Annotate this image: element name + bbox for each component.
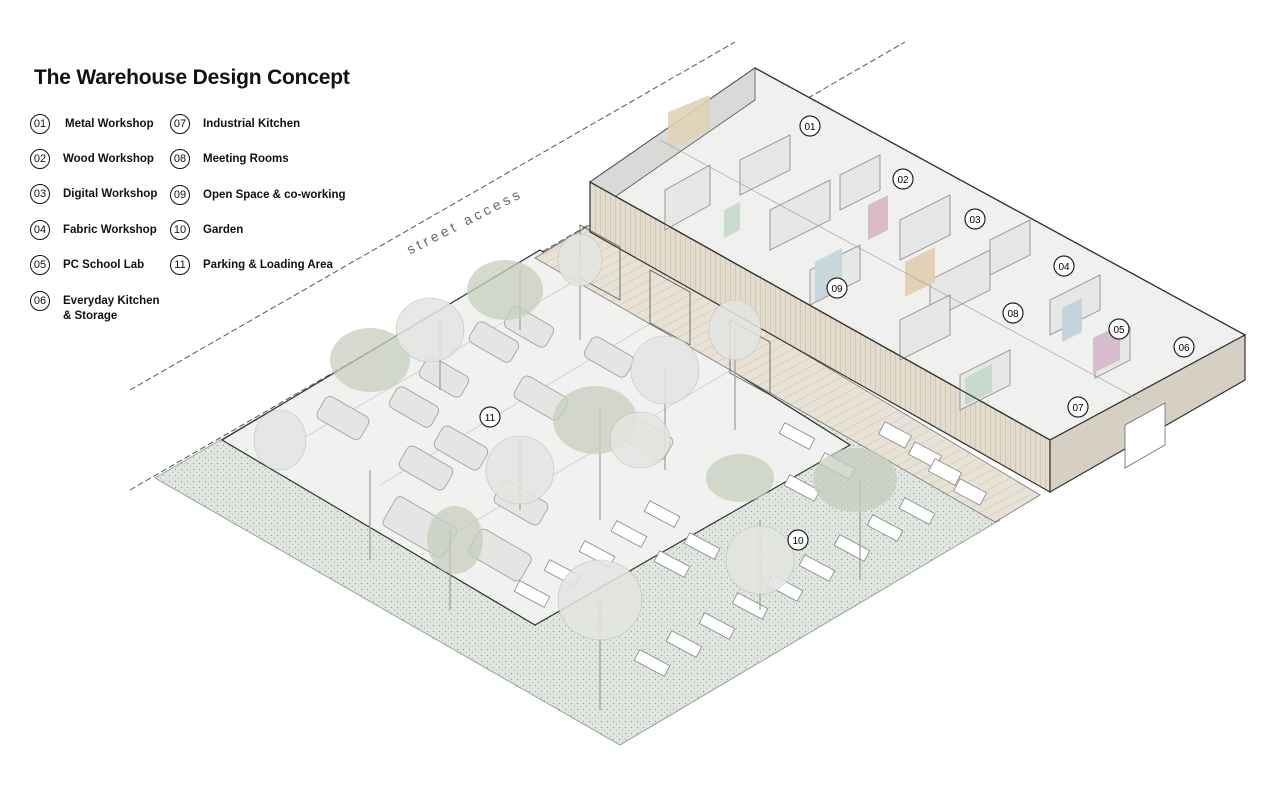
legend-number: 07 <box>170 114 190 134</box>
map-marker-04: 04 <box>1053 255 1075 277</box>
garden-planters <box>513 421 988 677</box>
legend-label: Garden <box>203 224 244 236</box>
map-marker-02: 02 <box>892 168 914 190</box>
map-marker-label: 08 <box>1007 309 1019 320</box>
map-marker-label: 11 <box>485 413 496 424</box>
legend-number: 10 <box>170 220 190 240</box>
legend-number: 03 <box>30 184 50 204</box>
legend-label: Open Space & co-working <box>203 189 346 201</box>
legend-number: 05 <box>30 255 50 275</box>
map-marker-07: 07 <box>1067 396 1089 418</box>
map-marker-11: 11 <box>479 406 501 428</box>
legend-label: Everyday Kitchen & Storage <box>63 295 160 322</box>
map-marker-label: 03 <box>969 215 981 226</box>
map-marker-label: 01 <box>804 122 816 133</box>
map-marker-label: 05 <box>1113 325 1125 336</box>
warehouse-building <box>588 67 1247 494</box>
legend-item-09: 09 Open Space & co-working <box>170 185 363 205</box>
legend-item-02: 02 Wood Workshop <box>30 149 173 169</box>
legend-number: 06 <box>30 291 50 311</box>
map-marker-label: 02 <box>897 175 909 186</box>
map-marker-08: 08 <box>1002 302 1024 324</box>
legend-item-05: 05 PC School Lab <box>30 255 173 275</box>
legend-label: Wood Workshop <box>63 153 154 165</box>
map-markers: 01 02 03 04 05 06 07 08 09 10 11 <box>479 115 1195 551</box>
legend-item-04: 04 Fabric Workshop <box>30 220 173 240</box>
street-edge-line <box>129 41 736 391</box>
map-marker-10: 10 <box>787 529 809 551</box>
map-marker-label: 09 <box>831 284 843 295</box>
legend-item-11: 11 Parking & Loading Area <box>170 255 363 275</box>
legend-label: Metal Workshop <box>65 118 154 130</box>
legend-number: 08 <box>170 149 190 169</box>
legend-item-10: 10 Garden <box>170 220 363 240</box>
legend-label: Meeting Rooms <box>203 153 289 165</box>
legend-label: Industrial Kitchen <box>203 118 301 130</box>
legend-number: 01 <box>30 114 50 134</box>
legend-item-03: 03 Digital Workshop <box>30 184 173 204</box>
legend-label: Digital Workshop <box>63 188 158 200</box>
map-marker-label: 06 <box>1178 343 1190 354</box>
legend-item-06: 06 Everyday Kitchen & Storage <box>30 291 163 324</box>
map-marker-label: 07 <box>1072 403 1084 414</box>
legend-item-07: 07 Industrial Kitchen <box>170 114 363 134</box>
page-title: The Warehouse Design Concept <box>34 66 350 89</box>
map-marker-03: 03 <box>964 208 986 230</box>
street-edge-line <box>129 41 906 491</box>
legend-label: PC School Lab <box>63 259 145 271</box>
map-marker-06: 06 <box>1173 336 1195 358</box>
map-marker-09: 09 <box>826 277 848 299</box>
legend-label: Parking & Loading Area <box>203 259 333 271</box>
legend-number: 11 <box>170 255 190 275</box>
legend-item-01: 01 Metal Workshop <box>30 114 175 134</box>
map-marker-label: 04 <box>1058 262 1070 273</box>
map-marker-label: 10 <box>792 536 804 547</box>
legend-number: 02 <box>30 149 50 169</box>
legend-number: 09 <box>170 185 190 205</box>
legend-number: 04 <box>30 220 50 240</box>
map-marker-01: 01 <box>799 115 821 137</box>
legend-label: Fabric Workshop <box>63 224 157 236</box>
trees <box>253 233 897 710</box>
legend-item-08: 08 Meeting Rooms <box>170 149 363 169</box>
map-marker-05: 05 <box>1108 318 1130 340</box>
